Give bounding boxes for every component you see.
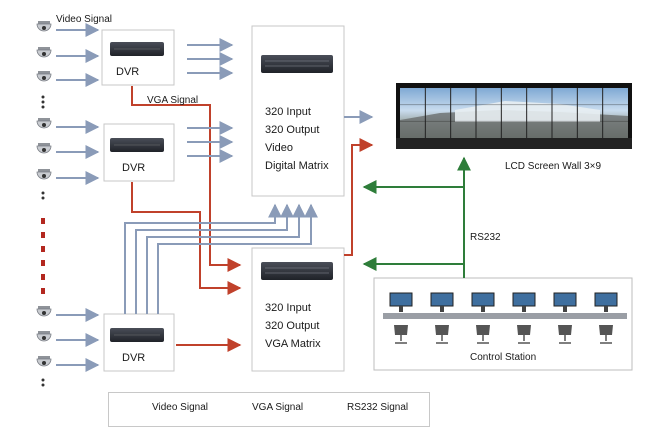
- dome-camera-icon: [36, 331, 52, 342]
- dome-camera-icon: [36, 47, 52, 58]
- dvr-label-1: DVR: [116, 66, 140, 78]
- lcd-screen-wall: [396, 83, 632, 149]
- legend: Video Signal VGA Signal RS232 Signal: [108, 392, 430, 427]
- vga-matrix-label-line-3: VGA Matrix: [265, 338, 321, 350]
- dvr-unit-2: [103, 123, 175, 182]
- control-station: [373, 277, 633, 371]
- vga-matrix-label-line-2: 320 Output: [265, 320, 320, 332]
- legend-video-label: Video Signal: [152, 402, 208, 413]
- video-digital-matrix: [251, 25, 345, 197]
- lcd-wall-label: LCD Screen Wall 3×9: [505, 161, 602, 172]
- camera-ellipsis: [41, 95, 45, 387]
- dome-camera-icon: [36, 71, 52, 82]
- workstation-icon: [430, 292, 454, 344]
- video-matrix-label-line-2: 320 Output: [265, 124, 320, 136]
- control-station-label: Control Station: [470, 352, 537, 363]
- video-matrix-label-line-3: Video: [265, 142, 293, 154]
- workstation-icon: [471, 292, 495, 344]
- workstation-icon: [389, 292, 413, 344]
- vga-signal-label: VGA Signal: [147, 95, 199, 106]
- dome-camera-icon: [36, 118, 52, 129]
- workstation-icon: [512, 292, 536, 344]
- dvr-unit-1: [101, 29, 175, 86]
- rs232-label: RS232: [470, 232, 501, 243]
- dome-camera-icon: [36, 143, 52, 154]
- dome-camera-icon: [36, 306, 52, 317]
- dvr-label-2: DVR: [122, 162, 146, 174]
- vga-signal-lines: [131, 86, 242, 352]
- legend-vga-label: VGA Signal: [252, 402, 304, 413]
- vga-matrix-label-line-1: 320 Input: [265, 302, 311, 314]
- dvr-video-up-lines: [124, 121, 318, 314]
- rs232-lines: [362, 156, 471, 278]
- video-matrix-label-line-4: Digital Matrix: [265, 160, 329, 172]
- dome-camera-icon: [36, 169, 52, 180]
- dome-camera-icon: [36, 356, 52, 367]
- dvr1-video-out-arrows: [187, 38, 234, 80]
- workstation-icon: [594, 292, 618, 344]
- vga-matrix-to-wall-arrow: [344, 138, 374, 256]
- workstation-icon: [553, 292, 577, 344]
- camera-video-arrows: [56, 23, 100, 372]
- legend-rs232-label: RS232 Signal: [347, 402, 409, 413]
- dome-camera-icon: [36, 21, 52, 32]
- video-signal-label: Video Signal: [56, 14, 112, 25]
- vga-matrix: [251, 247, 345, 372]
- dvr-unit-3: [103, 313, 175, 372]
- video-matrix-label-line-1: 320 Input: [265, 106, 311, 118]
- camera-gap-marks: [41, 218, 45, 294]
- dvr-label-3: DVR: [122, 352, 146, 364]
